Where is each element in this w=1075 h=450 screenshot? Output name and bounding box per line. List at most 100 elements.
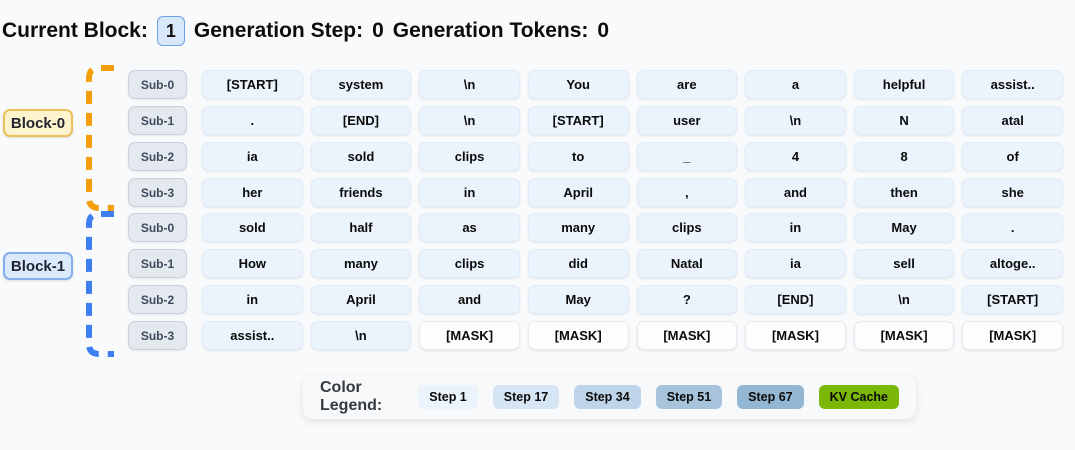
token-cell: ? <box>636 285 738 314</box>
token-cell: a <box>745 70 846 99</box>
token-cell: to <box>527 142 629 171</box>
current-block-label: Current Block: <box>2 19 148 42</box>
token-cell: sold <box>202 213 303 242</box>
token-cell: May <box>853 213 955 242</box>
token-cell: friends <box>310 178 412 207</box>
token-cell: assist.. <box>202 321 303 350</box>
token-cell: April <box>310 285 412 314</box>
sub-block-button[interactable]: Sub-3 <box>128 321 187 350</box>
sub-block-button[interactable]: Sub-0 <box>128 70 187 99</box>
token-cell: Natal <box>636 249 738 278</box>
token-cell: \n <box>853 285 955 314</box>
token-cell: . <box>202 106 303 135</box>
token-cell: clips <box>419 249 520 278</box>
token-cell: ia <box>745 249 846 278</box>
token-cell: \n <box>310 321 412 350</box>
token-cell: , <box>636 178 738 207</box>
status-bar: Current Block: 1 Generation Step: 0 Gene… <box>2 16 609 46</box>
legend-badge: KV Cache <box>818 385 899 409</box>
token-cell: in <box>419 178 520 207</box>
legend-badge: Step 1 <box>418 385 478 409</box>
generation-step-label: Generation Step: <box>193 19 364 42</box>
token-cell: many <box>310 249 412 278</box>
color-legend-label: Color Legend: <box>320 379 383 414</box>
token-cell: \n <box>419 106 520 135</box>
token-cell: N <box>853 106 955 135</box>
token-cell: . <box>962 213 1063 242</box>
legend-badge: Step 67 <box>737 385 804 409</box>
generation-tokens-value: 0 <box>597 19 610 42</box>
token-cell: and <box>745 178 846 207</box>
token-cell: as <box>419 213 520 242</box>
legend-badge: Step 17 <box>492 385 560 409</box>
token-cell: and <box>419 285 520 314</box>
token-cell: helpful <box>853 70 955 99</box>
current-block-value: 1 <box>156 16 185 46</box>
token-cell: she <box>962 178 1063 207</box>
token-cell: 4 <box>745 142 846 171</box>
token-cell: [END] <box>310 106 412 135</box>
token-cell: then <box>853 178 955 207</box>
generation-step-value: 0 <box>372 19 384 42</box>
token-cell: atal <box>962 106 1063 135</box>
token-cell: of <box>962 142 1063 171</box>
token-cell: [START] <box>962 285 1063 314</box>
token-cell: 8 <box>853 142 955 171</box>
token-cell: clips <box>419 142 520 171</box>
token-cell: [END] <box>745 285 846 314</box>
legend-badge: Step 34 <box>574 385 641 409</box>
token-cell: are <box>636 70 738 99</box>
block-0-label[interactable]: Block-0 <box>3 109 73 137</box>
sub-block-button[interactable]: Sub-2 <box>128 285 187 314</box>
sub-block-button[interactable]: Sub-1 <box>128 249 187 278</box>
token-cell: _ <box>636 142 738 171</box>
token-cell: May <box>527 285 629 314</box>
token-cell: many <box>527 213 629 242</box>
token-cell: in <box>202 285 303 314</box>
generation-tokens-label: Generation Tokens: <box>392 19 589 42</box>
token-cell: did <box>527 249 629 278</box>
token-cell: \n <box>745 106 846 135</box>
block-1-label[interactable]: Block-1 <box>3 252 73 280</box>
block-1-bracket <box>86 211 114 357</box>
sub-block-button[interactable]: Sub-2 <box>128 142 187 171</box>
masked-token-cell: [MASK] <box>527 321 629 350</box>
sub-block-button[interactable]: Sub-0 <box>128 213 187 242</box>
token-cell: in <box>745 213 846 242</box>
masked-token-cell: [MASK] <box>419 321 520 350</box>
token-cell: [START] <box>202 70 303 99</box>
token-cell: assist.. <box>962 70 1063 99</box>
token-cell: altoge.. <box>962 249 1063 278</box>
token-cell: her <box>202 178 303 207</box>
masked-token-cell: [MASK] <box>853 321 955 350</box>
masked-token-cell: [MASK] <box>962 321 1063 350</box>
token-cell: half <box>310 213 412 242</box>
masked-token-cell: [MASK] <box>745 321 846 350</box>
sub-block-button[interactable]: Sub-1 <box>128 106 187 135</box>
token-cell-group: assist..\n[MASK][MASK][MASK][MASK][MASK]… <box>202 321 1063 350</box>
token-cell: April <box>527 178 629 207</box>
sub-block-button[interactable]: Sub-3 <box>128 178 187 207</box>
token-cell: clips <box>636 213 738 242</box>
token-cell: sell <box>853 249 955 278</box>
token-cell: [START] <box>527 106 629 135</box>
masked-token-cell: [MASK] <box>636 321 738 350</box>
block-0-bracket <box>86 65 114 211</box>
token-cell: sold <box>310 142 412 171</box>
